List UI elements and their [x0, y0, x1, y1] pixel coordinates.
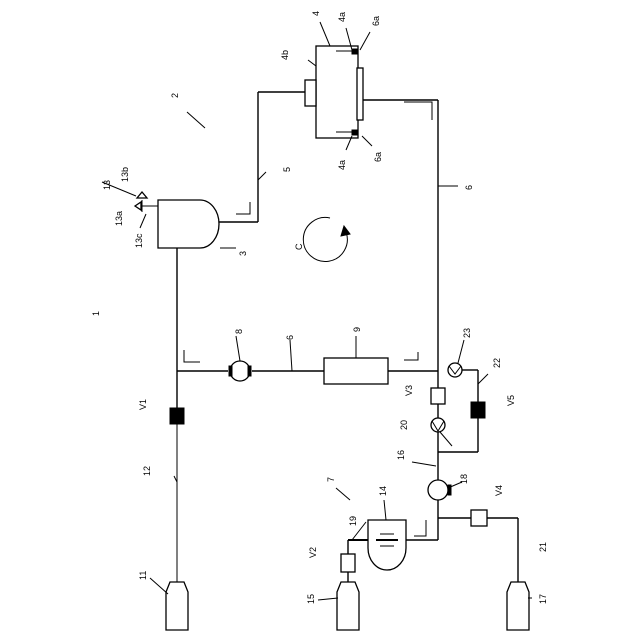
label-13a: 13a: [114, 211, 124, 226]
label-14: 14: [378, 486, 388, 496]
source-11-bottle: [166, 582, 188, 630]
label-5: 5: [282, 167, 292, 172]
valve-v5: [471, 402, 485, 418]
module-4a-bottom-port: [352, 130, 357, 135]
leader-15: [318, 598, 338, 600]
label-6a-bottom: 6a: [373, 152, 383, 162]
valve-13a-symbol: [135, 202, 141, 210]
valve-13b-symbol: [137, 192, 147, 198]
label-v5: V5: [506, 395, 516, 406]
label-4: 4: [311, 11, 321, 16]
label-19: 19: [348, 516, 358, 526]
source-15-bottle: [337, 582, 359, 630]
label-2: 2: [170, 93, 180, 98]
label-v3: V3: [404, 385, 414, 396]
check-valve-20: [431, 418, 445, 432]
leader-11: [150, 578, 168, 594]
label-1: 1: [91, 311, 101, 316]
label-v4: V4: [494, 485, 504, 496]
label-16: 16: [396, 450, 406, 460]
pump-8-body: [230, 361, 250, 381]
label-9: 9: [352, 327, 362, 332]
label-6-mid: 6: [285, 335, 295, 340]
leader-5: [258, 172, 266, 180]
leader-6a-top: [360, 32, 370, 50]
leader-6-mid: [290, 340, 292, 371]
label-6a-top: 6a: [371, 16, 381, 26]
label-v1: V1: [138, 399, 148, 410]
check-valve-23: [448, 363, 462, 377]
leader-14: [384, 500, 386, 520]
flow-arrow-left: [184, 350, 200, 362]
flow-arrow-line-6: [404, 102, 432, 120]
label-3: 3: [238, 251, 248, 256]
module-port-plate: [357, 68, 363, 120]
leader-2: [187, 112, 205, 128]
label-8: 8: [234, 329, 244, 334]
flow-c-arrow: [303, 217, 347, 261]
valve-v1: [170, 408, 184, 424]
valve-v3: [431, 388, 445, 404]
label-13: 13: [102, 180, 112, 190]
leader-7: [336, 488, 350, 500]
label-6-right: 6: [464, 185, 474, 190]
reservoir-14: [368, 520, 406, 570]
label-13b: 13b: [120, 167, 130, 182]
label-11: 11: [138, 571, 148, 580]
leader-13c: [140, 214, 146, 228]
flow-arrow-line-5: [236, 202, 250, 214]
tank-3: [158, 200, 219, 248]
label-15: 15: [306, 594, 316, 604]
valve-v4: [471, 510, 487, 526]
leader-16: [412, 462, 436, 466]
label-13c: 13c: [134, 233, 144, 248]
label-21: 21: [538, 542, 548, 552]
label-18: 18: [459, 474, 469, 484]
label-17: 17: [538, 594, 548, 604]
leader-8: [236, 336, 240, 361]
label-22: 22: [492, 358, 502, 368]
module-4b-plate: [305, 80, 316, 106]
label-4b: 4b: [280, 50, 290, 60]
source-17-bottle: [507, 582, 529, 630]
valve-v2: [341, 554, 355, 572]
module-4-body: [316, 46, 358, 138]
label-7: 7: [326, 477, 336, 482]
flow-arrow-reservoir: [414, 520, 426, 536]
leader-20: [440, 432, 452, 446]
leader-4b: [308, 60, 316, 66]
leader-23: [458, 340, 464, 363]
label-4a-bottom: 4a: [337, 160, 347, 170]
pump-8-inlet: [229, 366, 232, 376]
pump-8-outlet: [248, 366, 251, 376]
leader-4: [320, 22, 330, 46]
pump-18-body: [428, 480, 448, 500]
label-v2: V2: [308, 547, 318, 558]
label-c: C: [294, 243, 304, 250]
filter-9: [324, 358, 388, 384]
module-4a-top-port: [352, 49, 357, 54]
flow-arrow-right: [404, 352, 418, 360]
leader-6a-bottom: [362, 136, 372, 146]
leader-22: [478, 374, 488, 384]
label-12: 12: [142, 466, 152, 476]
flow-c-arrowhead: [341, 226, 350, 236]
label-20: 20: [399, 420, 409, 430]
label-4a-top: 4a: [337, 12, 347, 22]
label-23: 23: [462, 328, 472, 338]
